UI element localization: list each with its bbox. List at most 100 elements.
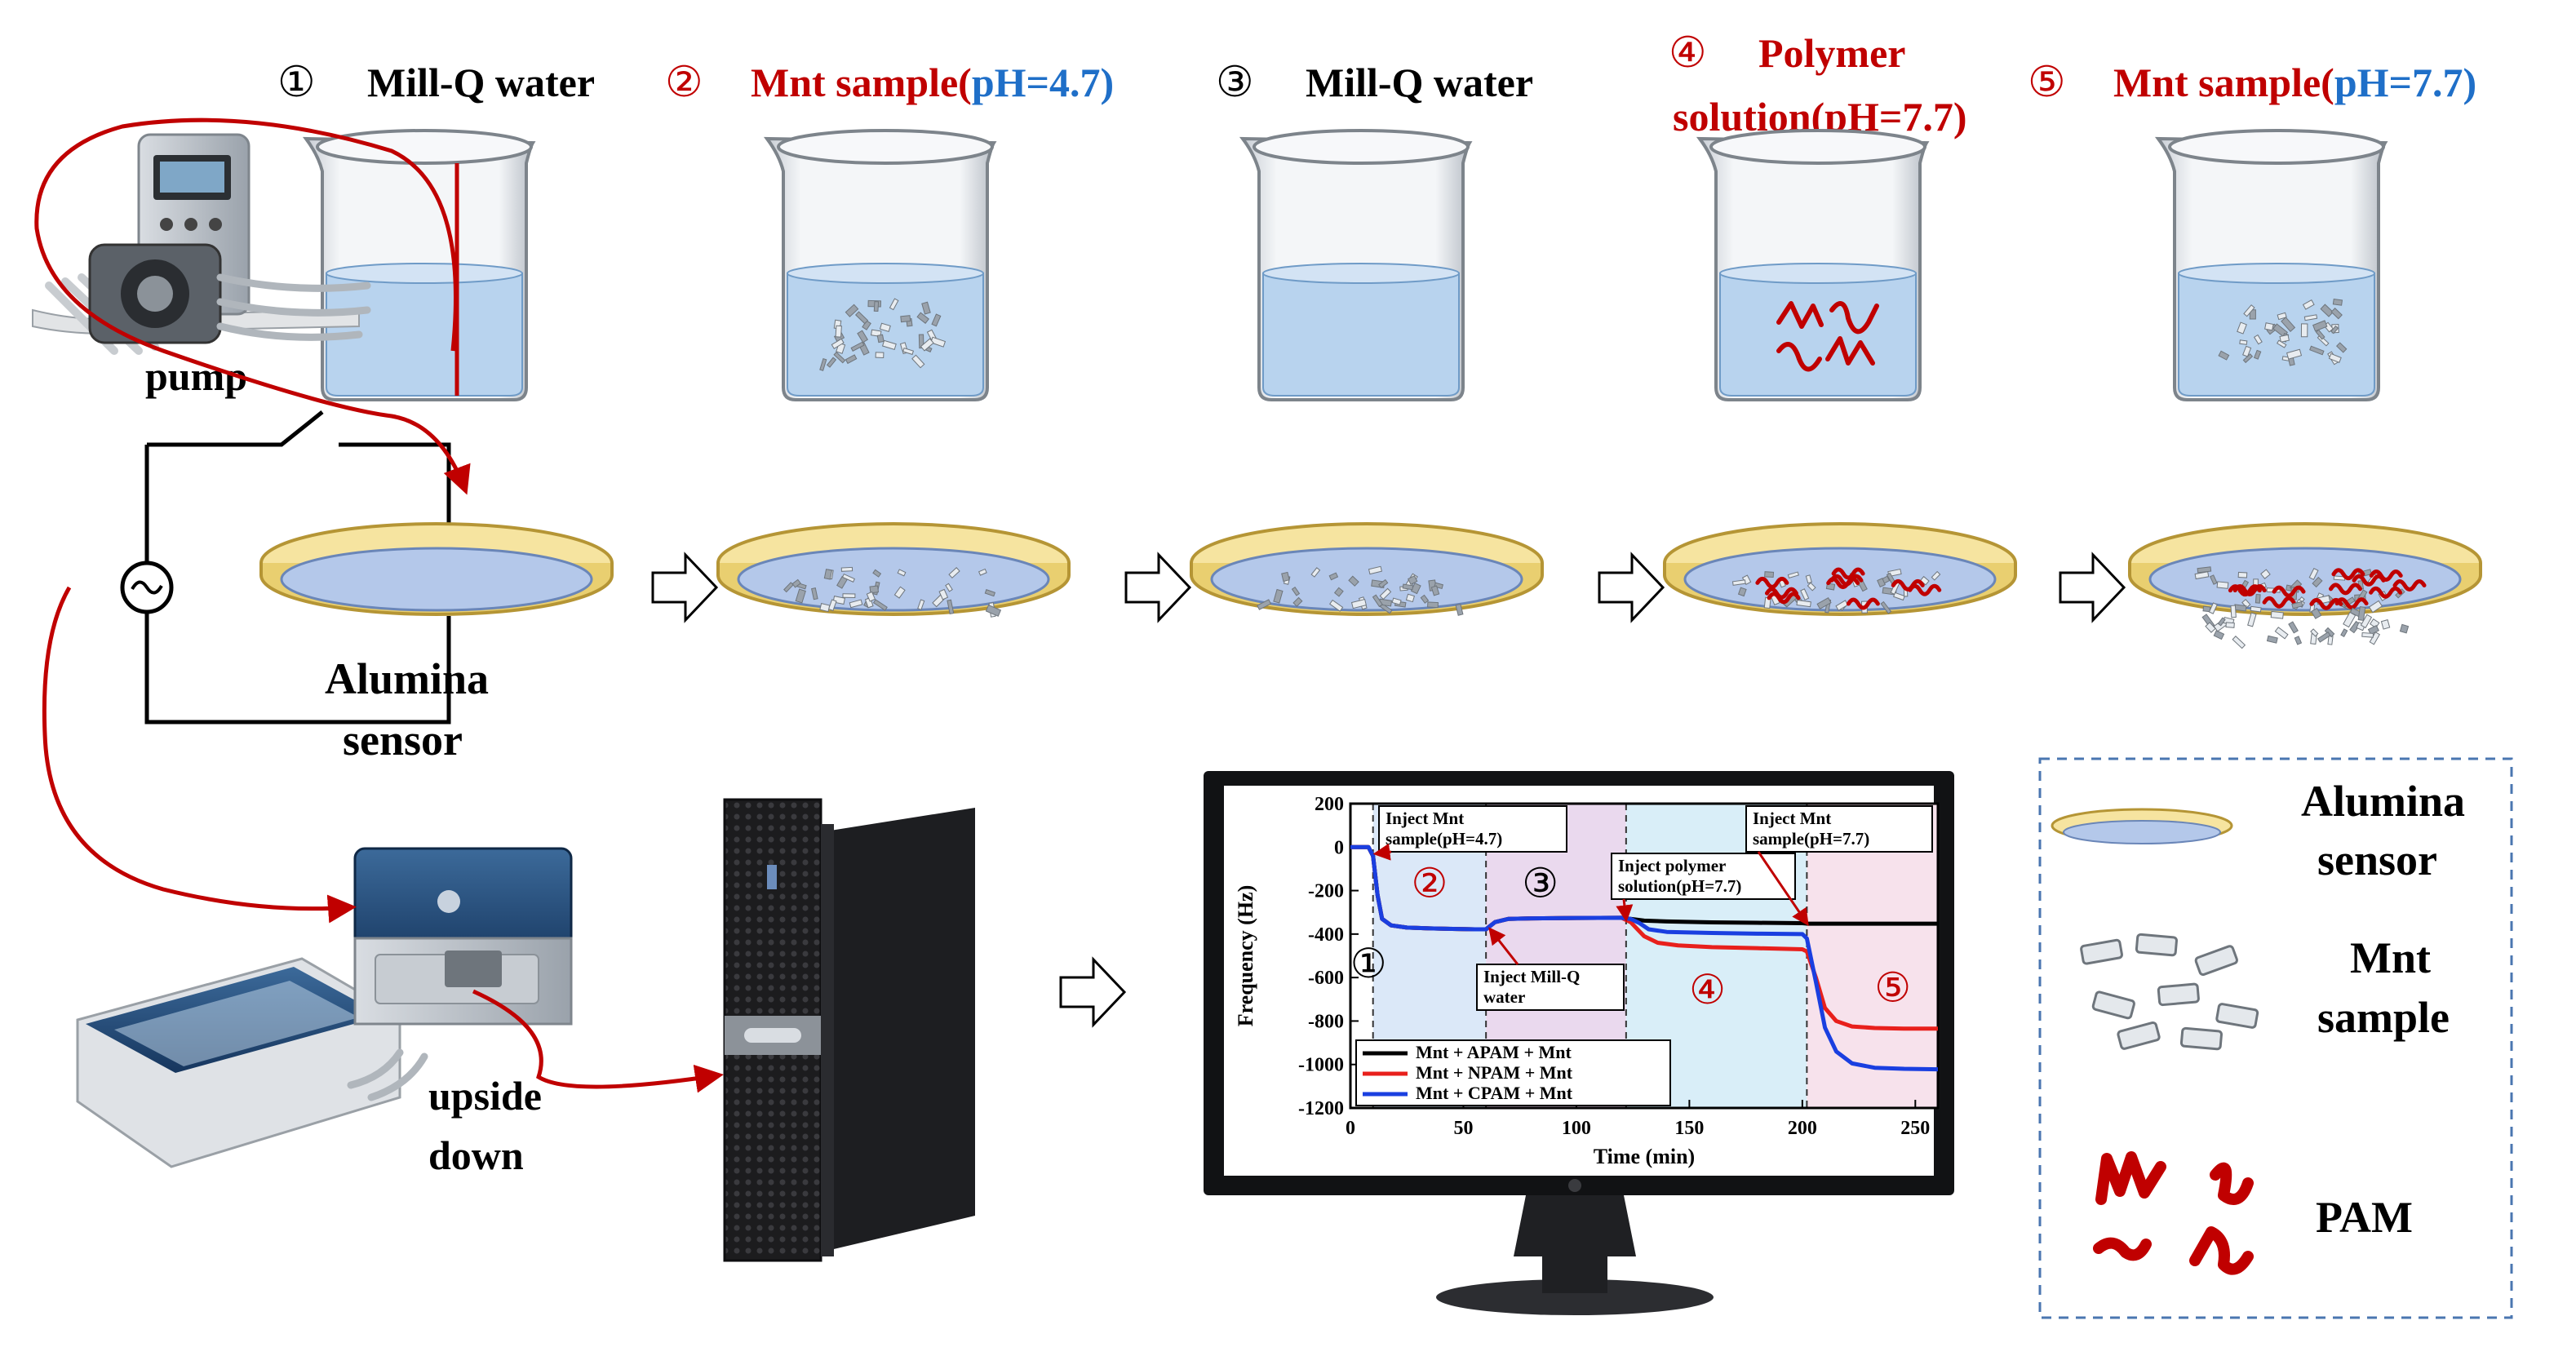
step-title-1: ① Mill-Q water bbox=[277, 59, 595, 106]
frequency-chart: 0 50 100 150 200 250 200 0 -200 -400 -600 -800 -1000… bbox=[1234, 794, 1940, 1168]
y-tick-label: -1200 bbox=[1298, 1098, 1344, 1119]
mnt-flake bbox=[2135, 933, 2178, 957]
legend-mnt-line1: Mnt bbox=[2350, 933, 2431, 982]
mnt-flake bbox=[2091, 990, 2135, 1020]
step-label-5-b: pH=7.7) bbox=[2334, 60, 2476, 105]
y-tick-label: 200 bbox=[1315, 794, 1344, 815]
step-label-2-a: Mnt sample( bbox=[751, 60, 972, 105]
legend-entry-1: Mnt + APAM + Mnt bbox=[1416, 1042, 1572, 1062]
upside-label-line1: upside bbox=[428, 1073, 542, 1119]
sensor-disc-5 bbox=[2128, 522, 2482, 649]
phase-mark-4: ④ bbox=[1689, 967, 1726, 1013]
upside-label-line2: down bbox=[428, 1132, 524, 1178]
annotation-line1: Inject Mnt bbox=[1753, 809, 1831, 828]
flow-arrow-3 bbox=[1598, 552, 1665, 623]
step-number-5: ⑤ bbox=[2028, 59, 2066, 106]
mnt-flake bbox=[2080, 938, 2123, 965]
y-tick-label: -400 bbox=[1308, 924, 1344, 946]
step-number-1: ① bbox=[277, 59, 316, 106]
y-tick-label: 0 bbox=[1334, 837, 1344, 858]
step-title-3: ③ Mill-Q water bbox=[1216, 59, 1533, 106]
phase-mark-3: ③ bbox=[1522, 861, 1558, 906]
step-label-3: Mill-Q water bbox=[1306, 60, 1533, 105]
x-tick-label: 150 bbox=[1674, 1118, 1704, 1139]
y-tick-label: -200 bbox=[1308, 881, 1344, 902]
flow-lines bbox=[34, 117, 724, 1093]
step-title-4: ④ Polymer solution(pH=7.7) bbox=[1669, 29, 1967, 140]
mnt-flake bbox=[2179, 1026, 2223, 1051]
legend-sensor-icon bbox=[2051, 808, 2233, 844]
beaker-3 bbox=[1239, 129, 1473, 401]
legend-pam-icon bbox=[2093, 1151, 2254, 1275]
phase-mark-5: ⑤ bbox=[1874, 964, 1911, 1010]
x-tick-label: 0 bbox=[1346, 1118, 1355, 1139]
annotation-line2: sample(pH=4.7) bbox=[1386, 829, 1502, 849]
legend-mnt-line2: sample bbox=[2317, 993, 2450, 1042]
beaker-4 bbox=[1696, 129, 1930, 401]
qcm-instrument bbox=[76, 847, 573, 1168]
x-tick-label: 50 bbox=[1453, 1118, 1473, 1139]
phase-mark-1: ① bbox=[1350, 941, 1387, 986]
flow-arrow-4 bbox=[2059, 552, 2126, 623]
mnt-flake bbox=[2157, 982, 2200, 1007]
y-tick-label: -600 bbox=[1308, 968, 1344, 989]
legend-alumina-line1: Alumina bbox=[2301, 777, 2465, 826]
step-number-4: ④ bbox=[1669, 29, 1707, 77]
ac-source bbox=[120, 561, 174, 614]
step-label-5-a: Mnt sample( bbox=[2113, 60, 2334, 105]
phase-band-5 bbox=[1807, 804, 1938, 1108]
plot-frame bbox=[1349, 802, 1940, 1110]
sensor-disc-2 bbox=[716, 522, 1071, 618]
step-title-2: ② Mnt sample(pH=4.7) bbox=[665, 59, 1114, 106]
computer-tower bbox=[723, 798, 975, 1262]
x-axis-label: Time (min) bbox=[1594, 1145, 1695, 1168]
legend-entry-2: Mnt + NPAM + Mnt bbox=[1416, 1062, 1573, 1083]
legend-alumina-line2: sensor bbox=[2317, 835, 2437, 884]
beaker-2 bbox=[763, 129, 997, 401]
step-label-4-line1: Polymer bbox=[1758, 30, 1905, 76]
legend-mnt-icon bbox=[2080, 933, 2259, 1051]
annotation-line1: Inject Mill-Q bbox=[1483, 967, 1580, 986]
sensor-disc-1 bbox=[259, 522, 614, 616]
flow-arrow-1 bbox=[651, 552, 719, 623]
x-tick-label: 100 bbox=[1562, 1118, 1591, 1139]
x-tick-label: 200 bbox=[1788, 1118, 1817, 1139]
annotation-line2: solution(pH=7.7) bbox=[1618, 876, 1741, 896]
annotation-line1: Inject Mnt bbox=[1386, 809, 1464, 828]
step-title-5: ⑤ Mnt sample(pH=7.7) bbox=[2028, 59, 2476, 106]
mnt-flake bbox=[2194, 945, 2239, 977]
phase-mark-2: ② bbox=[1412, 861, 1448, 906]
annotation-line2: water bbox=[1483, 987, 1525, 1007]
step-number-2: ② bbox=[665, 59, 703, 106]
alumina-label-line2: sensor bbox=[343, 716, 463, 764]
circuit-wires bbox=[144, 410, 451, 725]
flow-arrow-5 bbox=[1059, 956, 1127, 1028]
step-number-3: ③ bbox=[1216, 59, 1254, 106]
step-label-2: Mnt sample(pH=4.7) bbox=[751, 60, 1114, 105]
beaker-5 bbox=[2154, 129, 2388, 401]
y-tick-label: -1000 bbox=[1298, 1055, 1344, 1076]
y-axis-label: Frequency (Hz) bbox=[1234, 885, 1257, 1027]
step-label-1: Mill-Q water bbox=[367, 60, 595, 105]
annotation-line1: Inject polymer bbox=[1618, 856, 1726, 875]
alumina-label-line1: Alumina bbox=[325, 654, 489, 703]
step-label-2-b: pH=4.7) bbox=[972, 60, 1114, 105]
sensor-disc-4 bbox=[1663, 522, 2017, 616]
mnt-flake bbox=[2117, 1021, 2161, 1050]
step-label-5: Mnt sample(pH=7.7) bbox=[2113, 60, 2476, 105]
y-tick-label: -800 bbox=[1308, 1011, 1344, 1032]
x-tick-label: 250 bbox=[1900, 1118, 1930, 1139]
sensor-disc-3 bbox=[1190, 522, 1544, 616]
legend-pam: PAM bbox=[2316, 1193, 2413, 1242]
mnt-flake bbox=[2215, 1003, 2259, 1029]
legend-entry-3: Mnt + CPAM + Mnt bbox=[1416, 1083, 1573, 1103]
flow-arrow-2 bbox=[1124, 552, 1192, 623]
peristaltic-pump bbox=[32, 133, 371, 355]
annotation-line2: sample(pH=7.7) bbox=[1753, 829, 1869, 849]
